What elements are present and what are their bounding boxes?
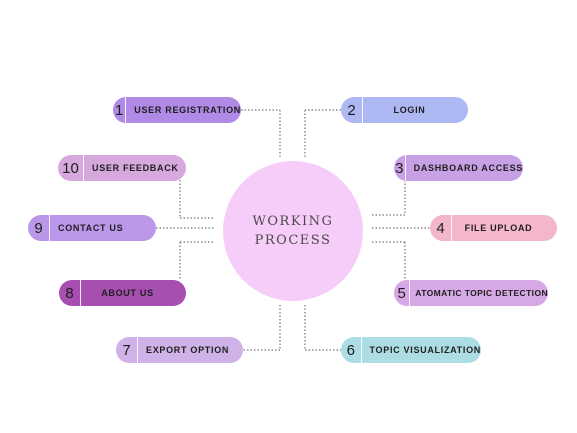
step-number: 9 xyxy=(28,215,50,241)
hub-title-line2: PROCESS xyxy=(254,233,332,248)
step-label: ABOUT US xyxy=(101,288,154,298)
step-number: 1 xyxy=(113,97,127,123)
step-number: 10 xyxy=(58,155,84,181)
step-number: 4 xyxy=(430,215,452,241)
step-label: LOGIN xyxy=(393,105,426,115)
step-user-feedback: 10 USER FEEDBACK xyxy=(58,155,186,181)
step-export-option: 7 EXPORT OPTION xyxy=(116,337,243,363)
step-topic-visualization: 6 TOPIC VISUALIZATION xyxy=(341,337,481,363)
step-number: 8 xyxy=(59,280,81,306)
step-label: USER FEEDBACK xyxy=(92,163,179,173)
step-atomatic-topic-detection: 5 ATOMATIC TOPIC DETECTION xyxy=(394,280,548,306)
step-contact-us: 9 CONTACT US xyxy=(28,215,156,241)
step-dashboard-access: 3 DASHBOARD ACCESS xyxy=(394,155,523,181)
step-number: 7 xyxy=(116,337,138,363)
step-number: 2 xyxy=(341,97,363,123)
step-label: USER REGISTRATION xyxy=(134,105,241,115)
step-login: 2 LOGIN xyxy=(341,97,468,123)
hub-title-line1: WORKING xyxy=(252,214,334,229)
step-file-upload: 4 FILE UPLOAD xyxy=(430,215,557,241)
step-about-us: 8 ABOUT US xyxy=(59,280,186,306)
step-number: 5 xyxy=(394,280,411,306)
step-number: 6 xyxy=(341,337,362,363)
step-label: CONTACT US xyxy=(58,223,124,233)
step-number: 3 xyxy=(394,155,406,181)
step-label: FILE UPLOAD xyxy=(464,223,533,233)
working-process-hub: WORKING PROCESS xyxy=(223,161,363,301)
step-label: DASHBOARD ACCESS xyxy=(413,163,523,173)
step-label: EXPORT OPTION xyxy=(146,345,230,355)
step-label: TOPIC VISUALIZATION xyxy=(369,345,481,355)
step-label: ATOMATIC TOPIC DETECTION xyxy=(415,288,548,298)
step-user-registration: 1 USER REGISTRATION xyxy=(113,97,241,123)
